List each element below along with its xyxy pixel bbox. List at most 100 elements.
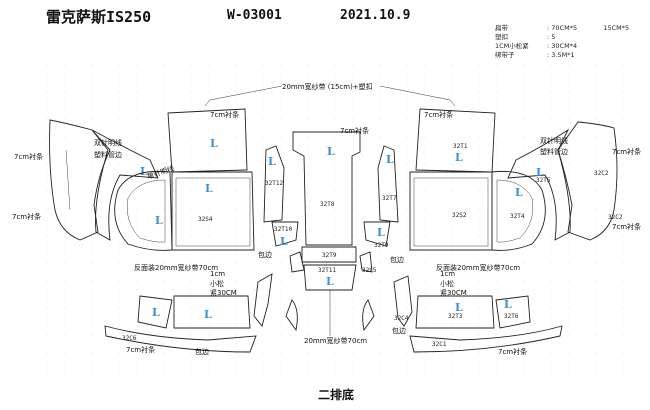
right-wedge-piece: [507, 128, 571, 241]
left-small-piece: [271, 221, 299, 247]
right-wedge-mark: L: [536, 166, 544, 179]
strip-label-left-top: 7cm衬条: [14, 152, 43, 161]
strip-label-left-mid: 7cm衬条: [12, 212, 41, 221]
center-top-mark: L: [327, 145, 335, 158]
lower-right-small-mark: L: [504, 298, 512, 311]
leader-line: [379, 85, 456, 107]
left-crescent-piece: [114, 170, 173, 251]
spec-key: 塑扣: [495, 33, 508, 41]
center-left-tab: [289, 251, 305, 273]
diagram-caption: 二排底: [318, 388, 355, 402]
left-crescent-fill: [127, 179, 166, 243]
strip-label-right-top: 7cm衬条: [612, 147, 641, 156]
piece-code-t6: 32T6: [504, 313, 519, 320]
right-crescent-mark: L: [515, 186, 523, 199]
right-top-mark: L: [455, 151, 463, 164]
spec-row-buckle: 塑扣: 5: [495, 33, 629, 42]
elastic-length-left: 紧30CM: [210, 288, 237, 297]
piece-code-c1: 32C1: [432, 341, 447, 348]
strip-label-center: 7cm衬条: [340, 126, 369, 135]
pattern-date: 2021.10.9: [340, 8, 411, 23]
binding-left-top: 包边: [258, 250, 272, 259]
pattern-code: W-03001: [227, 8, 282, 23]
elastic-width-left: 1cm: [210, 270, 225, 278]
strip-label-bottom-right: 7cm衬条: [498, 347, 527, 356]
lower-right-panel: [415, 295, 495, 329]
piece-code-t7: 32T7: [382, 195, 397, 202]
spec-value: 70CM*5: [551, 24, 578, 32]
right-narrow-mark: L: [386, 153, 394, 166]
piece-code-s2: 32S2: [452, 212, 467, 219]
spec-row-strap: 绑带子: 3.5M*1: [495, 51, 629, 60]
center-right-tab: [359, 251, 373, 273]
center-back-panel: [292, 131, 361, 246]
center-right-sliver: [362, 299, 375, 332]
model-title: 雷克萨斯IS250: [46, 8, 152, 26]
bottom-left-strip: [104, 325, 257, 353]
piece-code-t8: 32T8: [320, 201, 335, 208]
piece-code-t1: 32T1: [453, 143, 468, 150]
right-crescent-fill: [496, 179, 533, 243]
left-wedge-piece: [91, 129, 159, 241]
right-side-strip: [557, 121, 618, 241]
background-grid: [40, 60, 630, 380]
left-piece-mark: L: [140, 165, 148, 178]
lower-left-panel: [173, 295, 251, 329]
piece-code-s4: 32S4: [198, 216, 213, 223]
right-main-cushion-fill: [413, 177, 489, 247]
center-lower-piece: [303, 264, 357, 291]
strip-label-bottom-left: 7cm衬条: [126, 345, 155, 354]
piece-code-t4: 32T4: [510, 213, 525, 220]
double-needle-left: 双针明线: [94, 138, 122, 147]
elastic-small-left: 小松: [210, 279, 224, 288]
elastic-length-right: 紧30CM: [440, 288, 467, 297]
piece-code-t9b: 32T9: [374, 242, 389, 249]
spec-key: 绑带子: [495, 51, 515, 59]
left-crescent-mark: L: [155, 214, 163, 227]
piece-code-t3: 32T3: [448, 313, 463, 320]
left-main-cushion-fill: [175, 177, 251, 247]
binding-bottom-left: 包边: [195, 347, 209, 356]
spec-key: 1CM小松紧: [495, 42, 529, 50]
left-side-strip: [49, 119, 111, 241]
right-small-mark: L: [377, 226, 385, 239]
left-top-panel: [167, 108, 248, 173]
left-small-mark: L: [280, 235, 288, 248]
double-needle-right: 双针明线: [540, 136, 568, 145]
left-main-cushion: [171, 171, 255, 251]
bottom-right-strip: [409, 325, 563, 353]
spec-value: 30CM*4: [551, 42, 578, 50]
top-tape-label: 20mm宽纱带 (15cm)+塑扣: [282, 82, 373, 91]
elastic-note-right: 1cm 小松 紧30CM: [440, 270, 467, 297]
elastic-width-right: 1cm: [440, 270, 455, 278]
spec-value: 3.5M*1: [551, 51, 575, 59]
bottom-tape-label: 20mm宽纱带70cm: [304, 336, 367, 345]
piece-code-t9: 32T9: [322, 252, 337, 259]
materials-spec-list: 扁带: 70CM*5 15CM*5 塑扣: 5 1CM小松紧: 30CM*4 绑…: [495, 24, 629, 60]
piece-code-t12: 32T12: [265, 180, 283, 187]
piece-code-c2b: 32C2: [608, 214, 623, 221]
piece-code-c6: 32C6: [122, 335, 137, 342]
binding-bottom-right: 包边: [392, 326, 406, 335]
stitch-line: [65, 149, 71, 211]
plastic-pipe-left: 塑料管边: [94, 150, 122, 159]
right-narrow-piece: [377, 145, 399, 223]
left-main-mark: L: [205, 182, 213, 195]
piece-code-t10: 32T10: [274, 226, 292, 233]
lower-left-panel-mark: L: [204, 308, 212, 321]
right-small-piece: [363, 221, 391, 247]
spec-value: 5: [551, 33, 556, 41]
center-left-sliver: [285, 299, 298, 332]
binding-right-top: 包边: [390, 255, 404, 264]
spec-row-elastic: 1CM小松紧: 30CM*4: [495, 42, 629, 51]
elastic-small-right: 小松: [440, 279, 454, 288]
elastic-note-left: 1cm 小松 紧30CM: [210, 270, 237, 297]
lower-right-panel-mark: L: [455, 301, 463, 314]
lower-left-small-mark: L: [152, 306, 160, 319]
piece-code-c4: 32C4: [394, 315, 409, 322]
spec-key: 扁带: [495, 24, 508, 32]
reverse-tape-right: 反面装20mm宽纱带70cm: [436, 263, 520, 272]
center-small-tab: [301, 246, 357, 263]
left-narrow-piece: [263, 145, 285, 223]
